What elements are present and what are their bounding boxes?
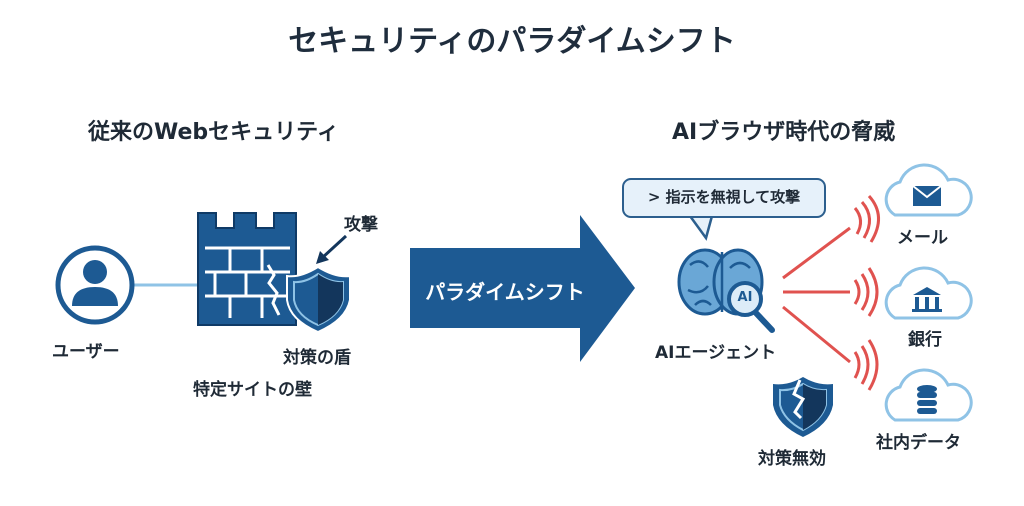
- ai-badge: AI: [737, 290, 753, 305]
- target-bank-label: 銀行: [908, 330, 942, 350]
- attack-label: 攻撃: [344, 215, 378, 235]
- database-icon: [917, 385, 937, 414]
- target-mail-label: メール: [897, 228, 948, 248]
- left-heading: 従来のWebセキュリティ: [88, 120, 339, 145]
- attack-arrow-icon: [316, 234, 348, 264]
- user-label: ユーザー: [52, 342, 120, 362]
- agent-label: AIエージェント: [655, 343, 777, 363]
- brain-icon: [677, 248, 775, 333]
- bank-icon: [912, 287, 942, 312]
- wall-icon: [197, 212, 297, 326]
- target-data-label: 社内データ: [876, 433, 961, 453]
- broken-shield-icon: [773, 377, 833, 437]
- paradigm-shift-label: パラダイムシフト: [425, 280, 585, 304]
- broken-shield-label: 対策無効: [758, 449, 826, 469]
- prompt-bubble: > 指示を無視して攻撃: [622, 178, 826, 218]
- bubble-tail: [688, 215, 714, 241]
- mail-icon: [912, 185, 942, 206]
- attack-lines: [782, 194, 880, 391]
- shield-icon: [286, 265, 351, 334]
- right-heading: AIブラウザ時代の脅威: [672, 120, 896, 145]
- page-title: セキュリティのパラダイムシフト: [288, 24, 736, 59]
- user-icon: [55, 245, 200, 325]
- shield-label: 対策の盾: [283, 348, 351, 368]
- paradigm-arrow-shape: [410, 215, 635, 362]
- wall-label: 特定サイトの壁: [193, 380, 312, 400]
